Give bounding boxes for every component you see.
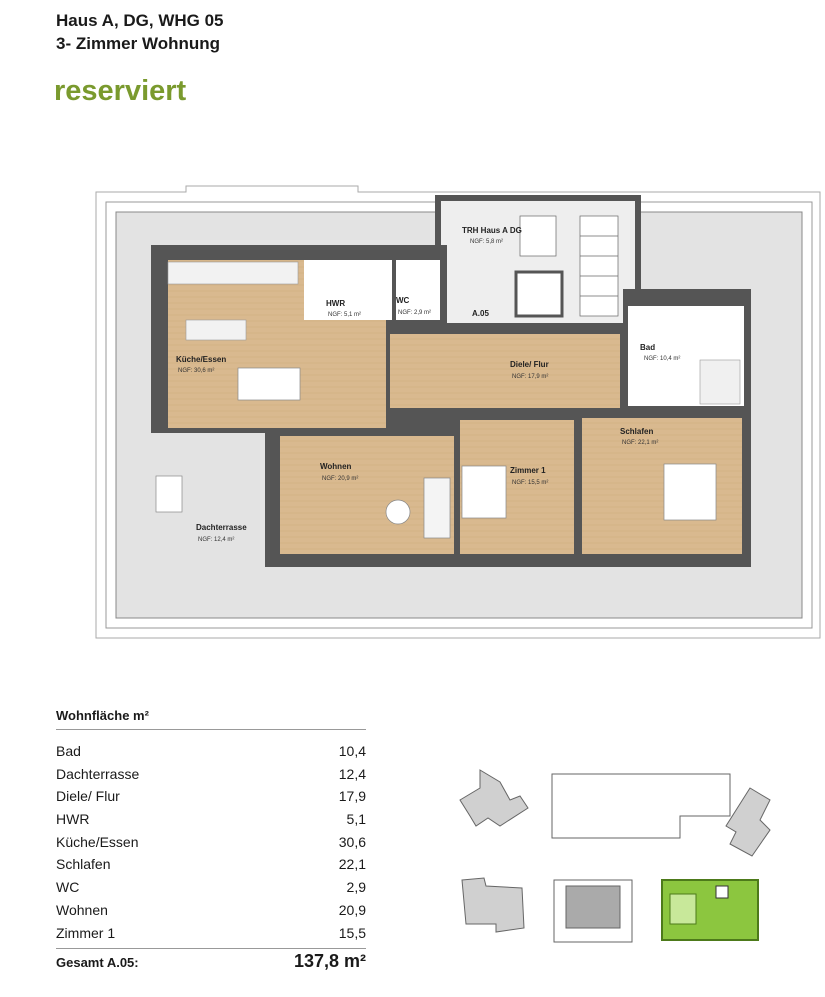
hwr-floor xyxy=(304,260,392,320)
room-label-schlafen: Schlafen xyxy=(620,427,653,436)
room-label-diele: Diele/ Flur xyxy=(510,360,549,369)
terrace-lounger xyxy=(155,475,183,513)
room-label-bad: Bad xyxy=(640,343,655,352)
round-table xyxy=(385,499,411,525)
room-ngf-hwr: NGF: 5,1 m² xyxy=(328,312,361,318)
room-ngf-dachterrasse: NGF: 12,4 m² xyxy=(198,537,234,543)
sofa xyxy=(423,477,451,539)
total-value: 137,8 m² xyxy=(293,951,366,972)
roof-outline xyxy=(95,185,821,639)
kueche-island xyxy=(185,319,247,341)
room-label-dachterrasse: Dachterrasse xyxy=(196,523,247,532)
room-ngf-diele: NGF: 17,9 m² xyxy=(512,374,548,380)
status-label: reserviert xyxy=(54,75,187,107)
staircase-steps xyxy=(519,215,619,317)
site-building xyxy=(551,773,731,839)
room-ngf-bad: NGF: 10,4 m² xyxy=(644,356,680,362)
room-ngf-wohnen: NGF: 20,9 m² xyxy=(322,476,358,482)
room-label-a05: A.05 xyxy=(472,309,489,318)
elevator xyxy=(514,270,564,318)
room-ngf-zimmer1: NGF: 15,5 m² xyxy=(512,480,548,486)
area-table-title: Wohnfläche m² xyxy=(56,708,366,730)
room-label-wohnen: Wohnen xyxy=(320,462,352,471)
total-label: Gesamt A.05: xyxy=(56,955,139,971)
wc-floor xyxy=(396,260,440,320)
room-ngf-kueche: NGF: 30,6 m² xyxy=(178,368,214,374)
kueche-counter xyxy=(167,261,299,285)
dining-table xyxy=(237,367,301,401)
room-ngf-trh: NGF: 5,8 m² xyxy=(470,239,503,245)
bad-shower xyxy=(699,359,741,405)
site-building xyxy=(725,787,771,857)
room-label-kueche: Küche/Essen xyxy=(176,355,226,364)
room-label-trh: TRH Haus A DG xyxy=(462,226,522,235)
room-label-hwr: HWR xyxy=(326,299,345,308)
site-building-highlight xyxy=(661,879,759,941)
diele-floor xyxy=(390,334,620,408)
site-apartment-marker xyxy=(669,893,697,925)
room-ngf-schlafen: NGF: 22,1 m² xyxy=(622,440,658,446)
room-ngf-wc: NGF: 2,9 m² xyxy=(398,310,431,316)
site-stair-marker xyxy=(715,885,729,899)
schlafen-floor xyxy=(582,418,742,554)
total-row: Gesamt A.05: 137,8 m² xyxy=(56,948,366,972)
room-label-zimmer1: Zimmer 1 xyxy=(510,466,546,475)
floor-plan: TRH Haus A DG NGF: 5,8 m² HWR NGF: 5,1 m… xyxy=(95,185,821,639)
site-building xyxy=(459,769,529,827)
site-building xyxy=(565,885,621,929)
site-building xyxy=(461,877,525,933)
plan-subtitle: 3- Zimmer Wohnung xyxy=(56,34,221,53)
site-key-plan xyxy=(459,769,771,943)
schlafen-bed xyxy=(663,463,717,521)
plan-title: Haus A, DG, WHG 05 xyxy=(56,11,224,30)
room-label-wc: WC xyxy=(396,296,410,305)
zimmer1-bed xyxy=(461,465,507,519)
